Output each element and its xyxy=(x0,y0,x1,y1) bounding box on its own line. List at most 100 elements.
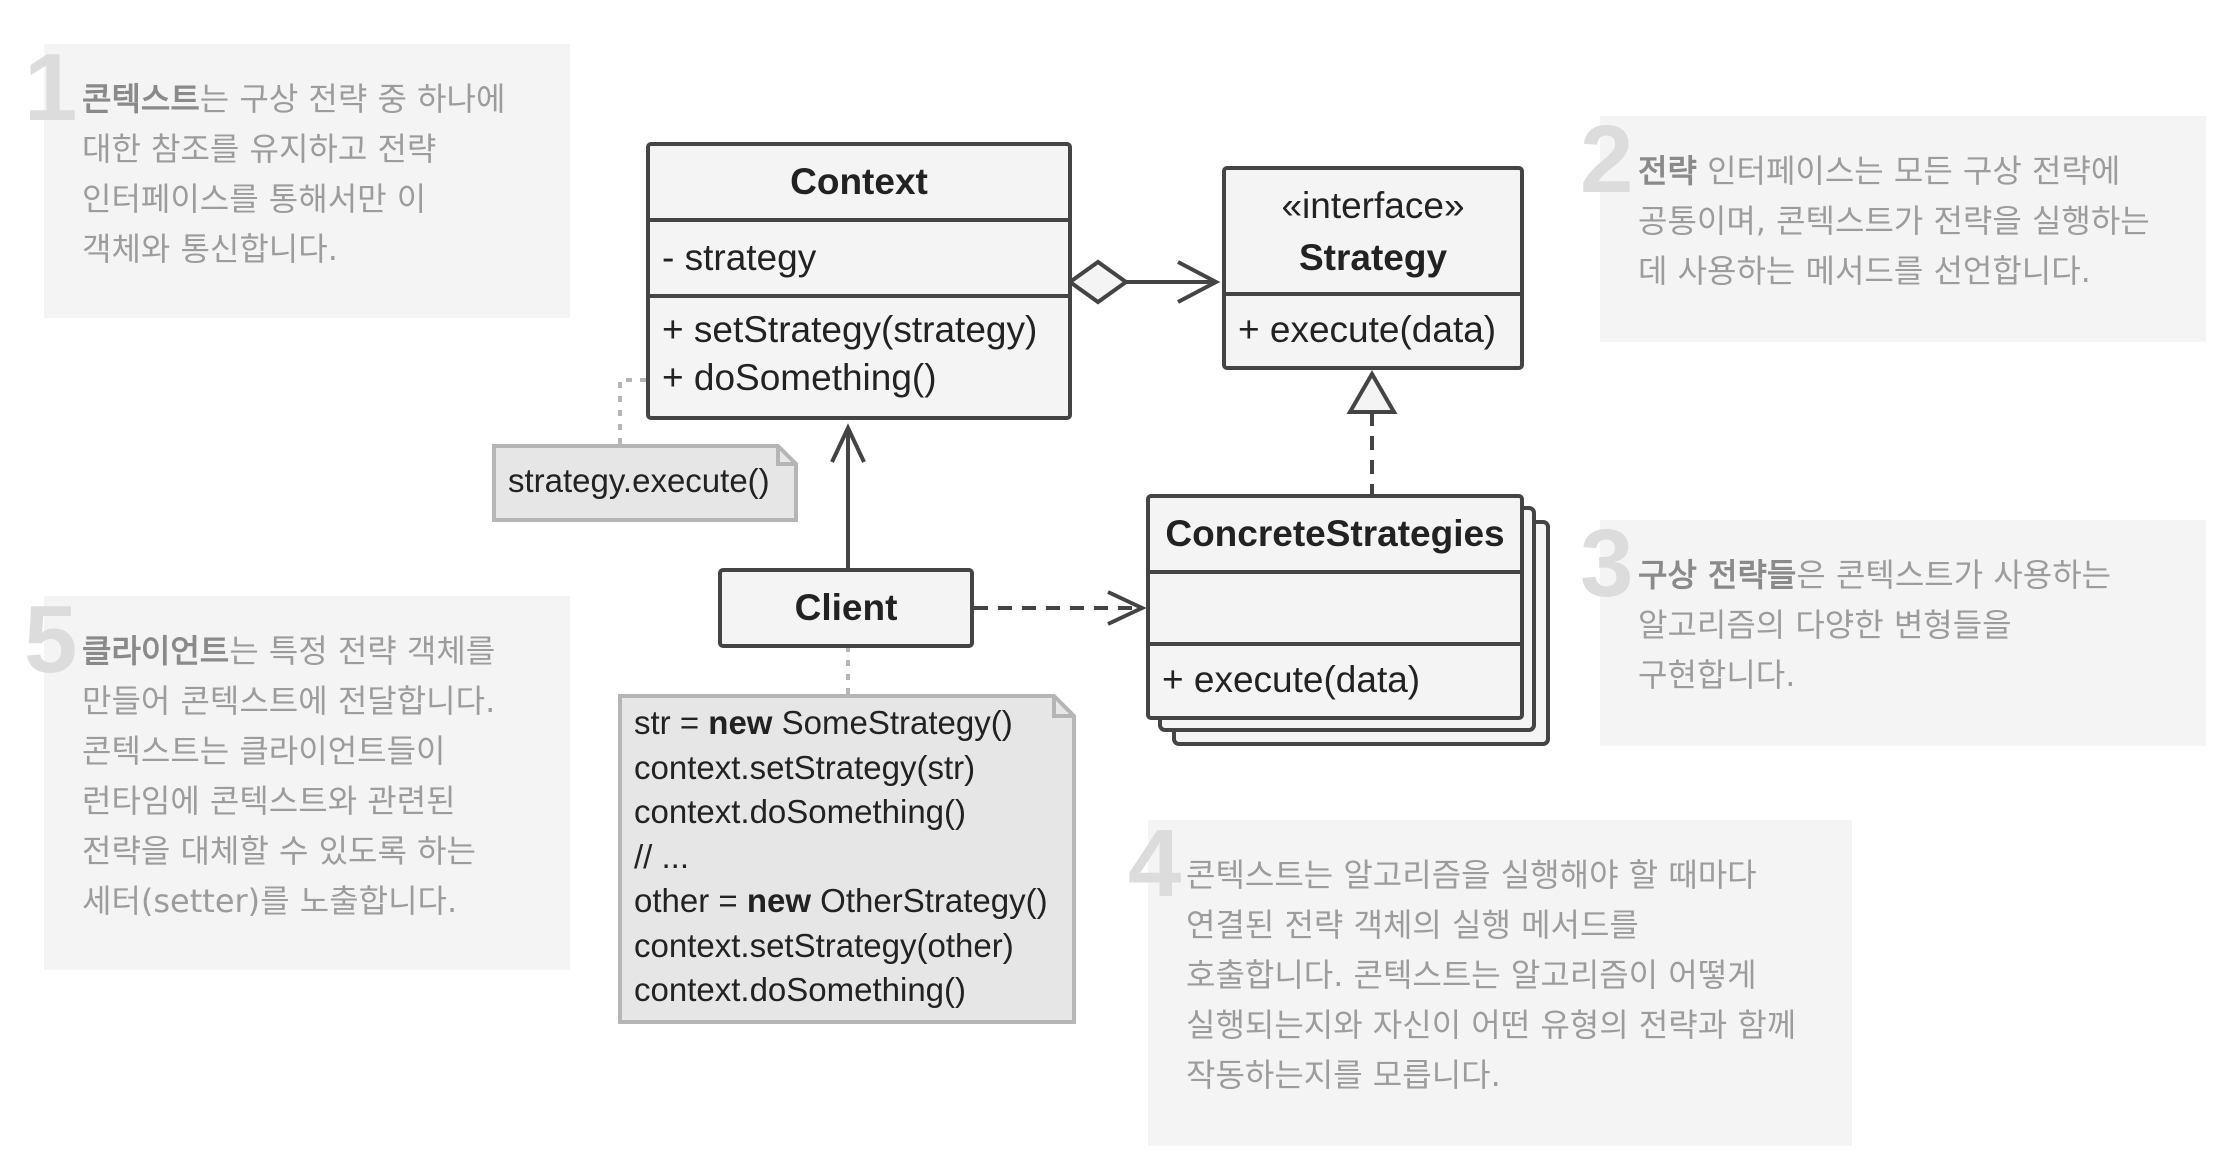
note-segment: 인터페이스는 모든 구상 전략에 xyxy=(1696,152,2121,190)
code-segment: context.setStrategy(other) xyxy=(634,926,1014,964)
note-number-3: 3 xyxy=(1580,510,1634,617)
code-segment: context.doSomething() xyxy=(634,971,967,1008)
note-line: 구상 전략들은 콘텍스트가 사용하는 xyxy=(1638,550,2111,600)
concrete-method-execute: + execute(data) xyxy=(1162,659,1421,700)
note-number-1: 1 xyxy=(24,34,78,141)
strategy-interface-name: Strategy xyxy=(1298,237,1448,278)
note-segment: 객체와 통신합니다. xyxy=(82,230,338,268)
realization-triangle xyxy=(1346,370,1398,414)
note-line: 전략 인터페이스는 모든 구상 전략에 xyxy=(1638,146,2150,196)
note-line: 호출합니다. 콘텍스트는 알고리즘이 어떻게 xyxy=(1186,950,1796,1000)
note-line: 알고리즘의 다양한 변형들을 xyxy=(1638,600,2111,650)
code-segment: str = xyxy=(634,704,709,741)
context-note-connector xyxy=(618,378,646,444)
note-segment: 세터(setter)를 노출합니다. xyxy=(82,882,458,920)
code-segment: OtherStrategy() xyxy=(811,882,1048,919)
aggregation-arrowhead xyxy=(1177,260,1221,304)
note-number-5: 5 xyxy=(24,586,78,693)
code-segment: other = xyxy=(634,882,747,919)
note-line: 콘텍스트는 알고리즘을 실행해야 할 때마다 xyxy=(1186,850,1796,900)
note-segment: 알고리즘의 다양한 변형들을 xyxy=(1638,606,2012,644)
concrete-strategies-box: ConcreteStrategies + execute(data) xyxy=(1146,494,1524,720)
note-line: 구현합니다. xyxy=(1638,650,2111,700)
aggregation-diamond xyxy=(1066,259,1130,305)
context-methods-section: + setStrategy(strategy) + doSomething() xyxy=(650,298,1068,416)
client-code-line: context.doSomething() xyxy=(634,793,966,831)
note-line: 런타임에 콘텍스트와 관련된 xyxy=(82,776,495,826)
note-segment: 인터페이스를 통해서만 이 xyxy=(82,180,427,218)
note-keyword: 클라이언트 xyxy=(82,632,230,670)
note-segment: 호출합니다. 콘텍스트는 알고리즘이 어떻게 xyxy=(1186,956,1757,994)
note-keyword: 구상 전략들 xyxy=(1638,556,1797,594)
note-segment: 는 구상 전략 중 하나에 xyxy=(199,80,506,118)
note-line: 공통이며, 콘텍스트가 전략을 실행하는 xyxy=(1638,196,2150,246)
concrete-methods-section: + execute(data) xyxy=(1150,646,1520,716)
note-segment: 런타임에 콘텍스트와 관련된 xyxy=(82,782,456,820)
context-note-fold xyxy=(776,446,796,466)
context-fields-section: - strategy xyxy=(650,222,1068,298)
strategy-interface-box: «interface» Strategy + execute(data) xyxy=(1222,166,1524,370)
note-segment: 전략을 대체할 수 있도록 하는 xyxy=(82,832,476,870)
note-line: 만들어 콘텍스트에 전달합니다. xyxy=(82,676,495,726)
context-field-strategy: - strategy xyxy=(662,237,817,278)
strategy-method-execute: + execute(data) xyxy=(1238,309,1497,350)
code-keyword: new xyxy=(708,704,773,741)
note-line: 세터(setter)를 노출합니다. xyxy=(82,876,495,926)
note-line: 대한 참조를 유지하고 전략 xyxy=(82,124,505,174)
note-line: 전략을 대체할 수 있도록 하는 xyxy=(82,826,495,876)
context-class-name: Context xyxy=(790,161,928,202)
client-dependency-arrowhead xyxy=(1107,590,1147,626)
client-class-name: Client xyxy=(794,587,898,628)
note-line: 실행되는지와 자신이 어떤 유형의 전략과 함께 xyxy=(1186,1000,1796,1050)
note-line: 작동하는지를 모릅니다. xyxy=(1186,1050,1796,1100)
note-number-4: 4 xyxy=(1128,810,1182,917)
note-segment: 공통이며, 콘텍스트가 전략을 실행하는 xyxy=(1638,202,2150,240)
note-line: 콘텍스트는 클라이언트들이 xyxy=(82,726,495,776)
client-class-box: Client xyxy=(718,568,974,648)
note-segment: 작동하는지를 모릅니다. xyxy=(1186,1056,1501,1094)
context-note: strategy.execute() xyxy=(494,446,794,520)
note-line: 클라이언트는 특정 전략 객체를 xyxy=(82,626,495,676)
note-segment: 대한 참조를 유지하고 전략 xyxy=(82,130,437,168)
concrete-fields-section xyxy=(1150,574,1520,646)
code-segment: context.doSomething() xyxy=(634,793,967,830)
context-method-do-something: + doSomething() xyxy=(662,357,937,398)
concrete-strategies-name: ConcreteStrategies xyxy=(1165,513,1505,554)
context-method-set-strategy: + setStrategy(strategy) xyxy=(662,309,1038,350)
note-segment: 구현합니다. xyxy=(1638,656,1796,694)
client-to-context-arrowhead xyxy=(830,423,866,463)
code-segment: SomeStrategy() xyxy=(772,704,1013,741)
note-segment: 실행되는지와 자신이 어떤 유형의 전략과 함께 xyxy=(1186,1006,1797,1044)
code-segment: // ... xyxy=(634,837,690,875)
note-segment: 은 콘텍스트가 사용하는 xyxy=(1796,556,2112,594)
note-segment: 콘텍스트는 클라이언트들이 xyxy=(82,732,446,770)
note-segment: 콘텍스트는 알고리즘을 실행해야 할 때마다 xyxy=(1186,856,1757,894)
client-code-line: other = new OtherStrategy() xyxy=(634,882,1048,920)
client-code-line: // ... xyxy=(634,838,689,876)
note-line: 객체와 통신합니다. xyxy=(82,224,505,274)
client-code-line: context.setStrategy(other) xyxy=(634,927,1014,965)
note-line: 콘텍스트는 구상 전략 중 하나에 xyxy=(82,74,505,124)
context-class-box: Context - strategy + setStrategy(strateg… xyxy=(646,142,1072,420)
client-code-line: context.doSomething() xyxy=(634,971,966,1009)
strategy-title-section: «interface» Strategy xyxy=(1226,170,1520,296)
client-code-note: str = new SomeStrategy() context.setStrat… xyxy=(620,696,1072,1022)
client-code-note-fold xyxy=(1052,696,1074,718)
context-note-shape xyxy=(492,444,798,522)
strategy-methods-section: + execute(data) xyxy=(1226,296,1520,366)
note-segment: 는 특정 전략 객체를 xyxy=(229,632,496,670)
note-segment: 연결된 전략 객체의 실행 메서드를 xyxy=(1186,906,1639,944)
note-segment: 만들어 콘텍스트에 전달합니다. xyxy=(82,682,496,720)
concrete-title-section: ConcreteStrategies xyxy=(1150,498,1520,574)
